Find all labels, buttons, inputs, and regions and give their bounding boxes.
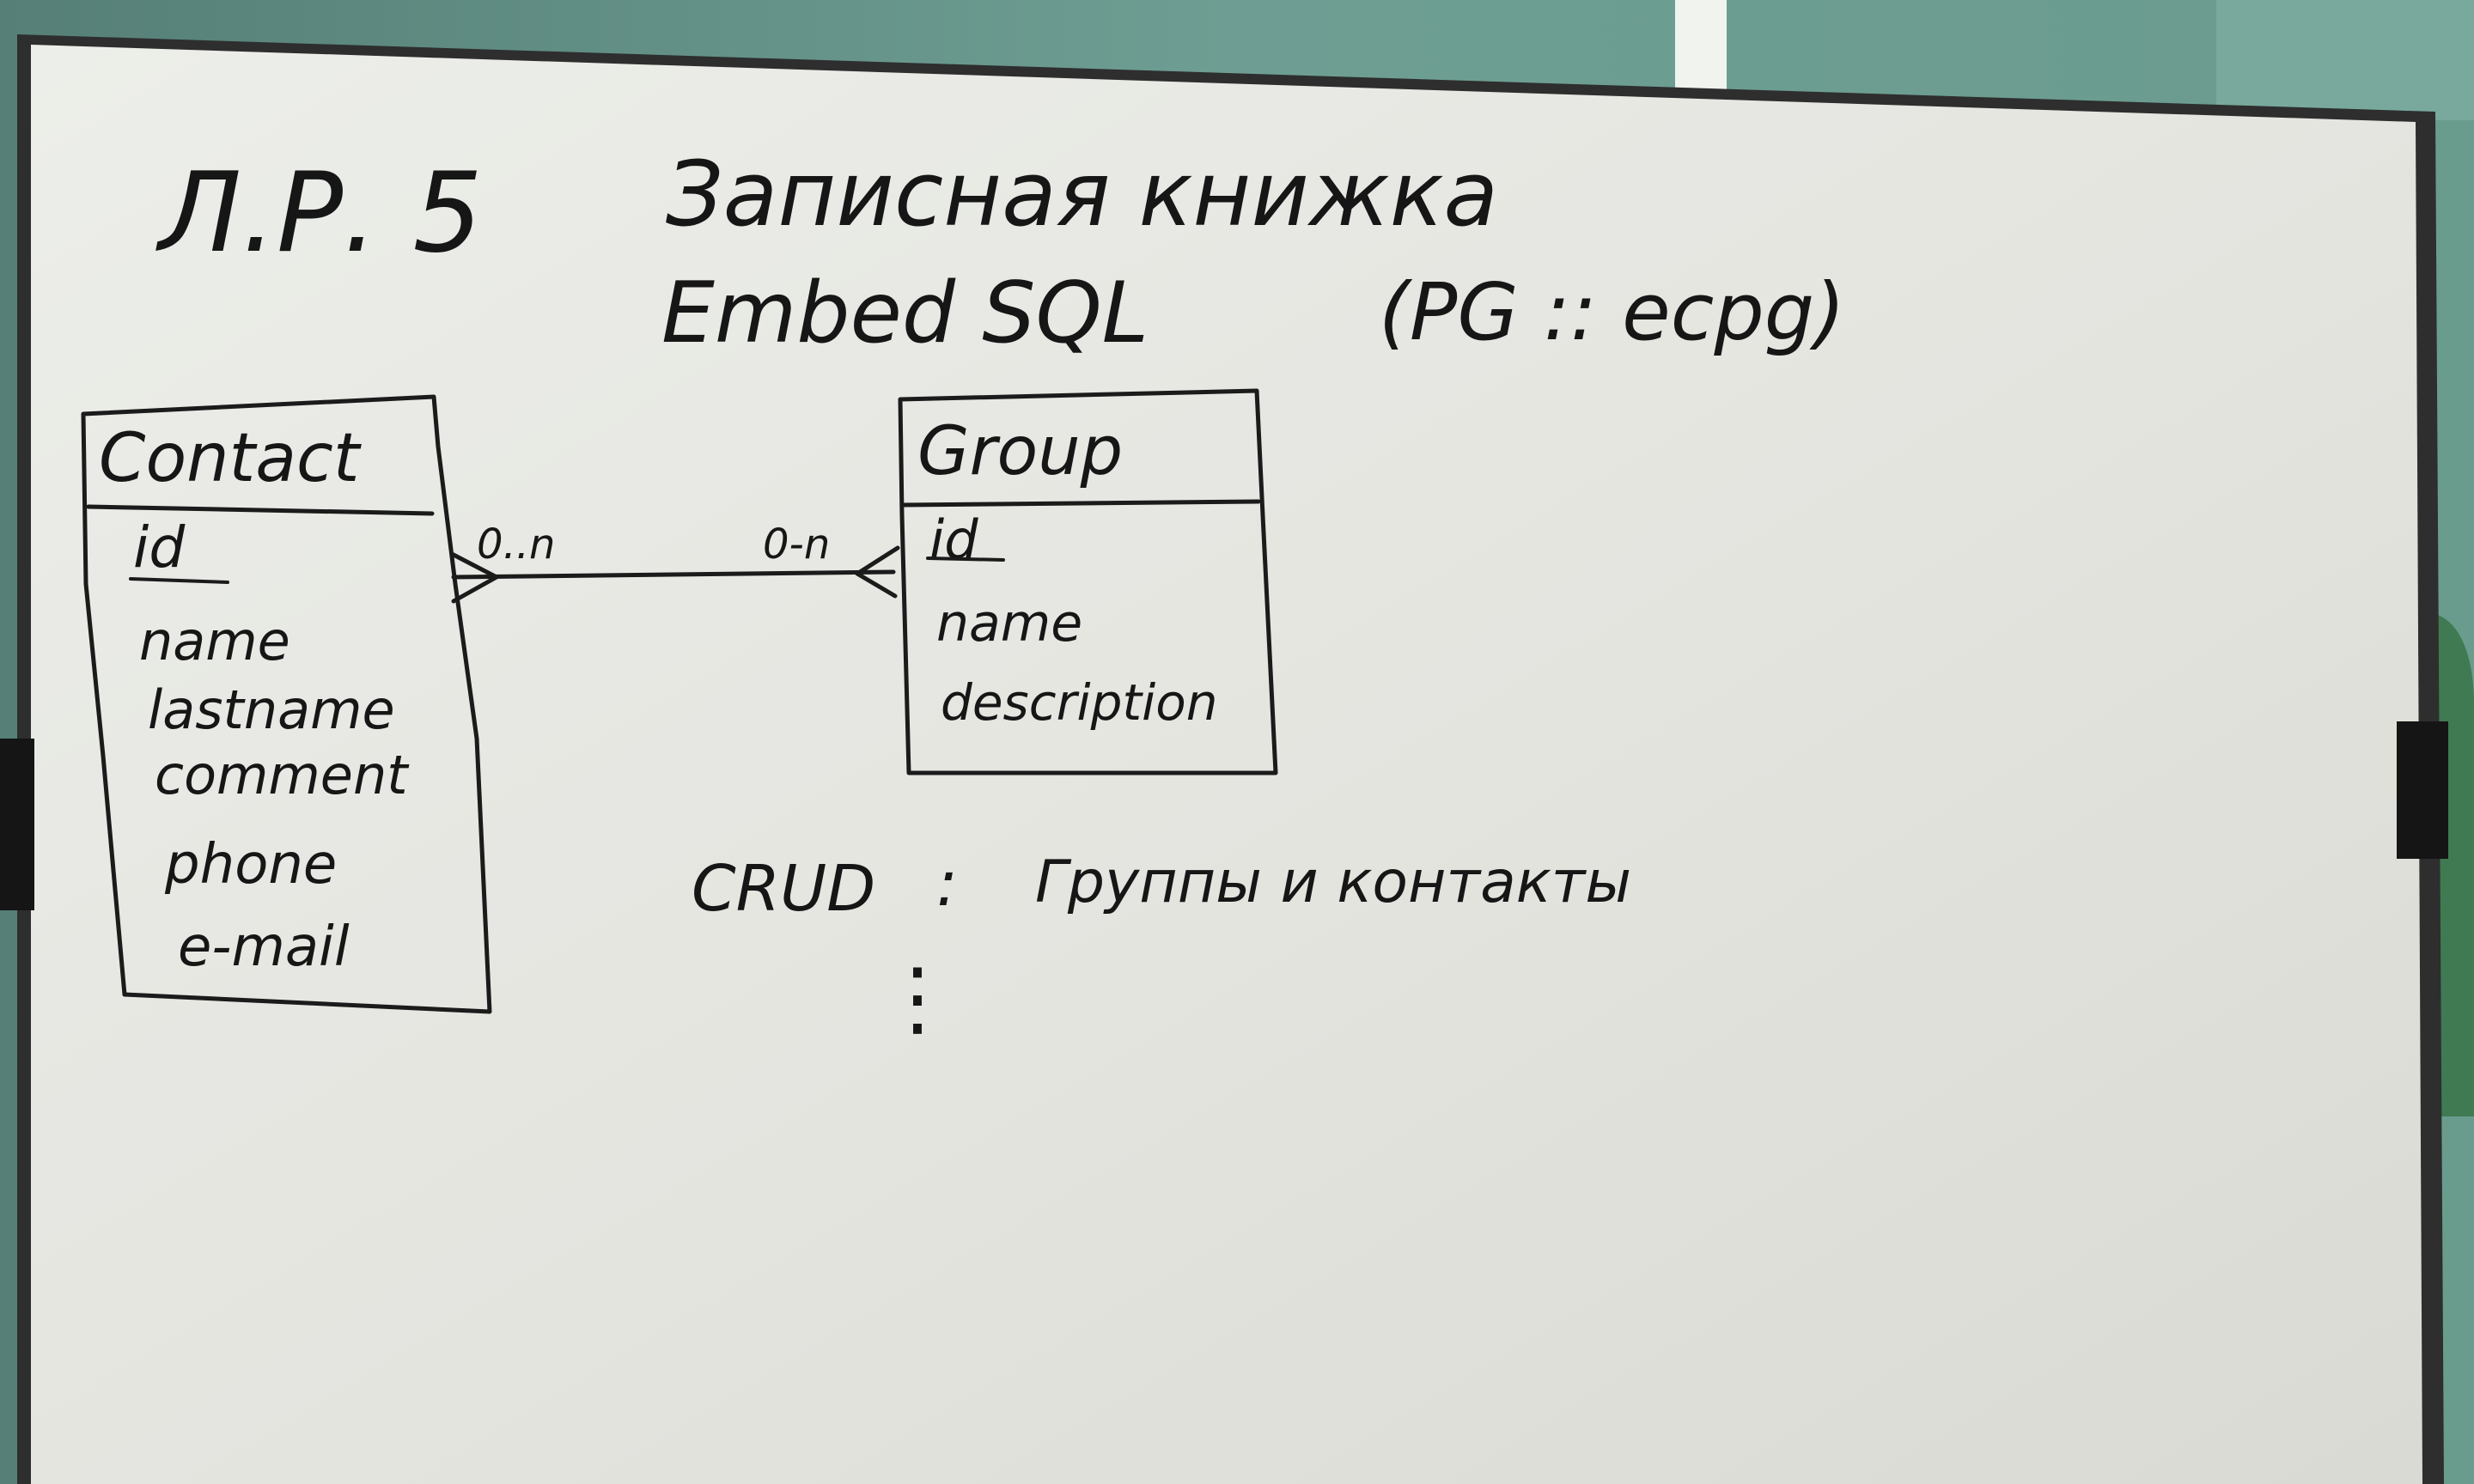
contact-field-comment: comment: [155, 744, 410, 806]
board-right-clip: [2397, 721, 2448, 859]
contact-field-name: name: [139, 610, 290, 672]
contact-key-underline: [129, 577, 229, 584]
tool-note: (PG :: ecpg): [1379, 266, 1845, 358]
crud-continuation-dots: ⋮: [876, 950, 959, 1046]
entity-contact: Contact id name lastname comment phone e…: [81, 394, 492, 1014]
board-surface: [31, 45, 2422, 1484]
group-box-outline: [898, 388, 1278, 775]
group-field-description: description: [941, 673, 1217, 732]
entity-group: Group id name description: [898, 388, 1278, 775]
crud-separator: :: [936, 847, 958, 921]
board-subtitle: Embed SQL: [661, 265, 1149, 362]
contact-field-email: e-mail: [178, 915, 350, 979]
relationship-crowfoot-left: [449, 551, 499, 604]
wall-panel: [2216, 0, 2474, 120]
group-entity-name: Group: [917, 413, 1123, 490]
relationship-right-cardinality: 0-n: [763, 520, 830, 569]
board-title: Записная книжка: [666, 142, 1498, 246]
group-key-field: id: [929, 508, 978, 571]
contact-key-field: id: [133, 514, 186, 581]
relationship-line: [451, 569, 896, 580]
lab-number: Л.Р. 5: [155, 149, 483, 277]
group-field-name: name: [936, 593, 1082, 654]
crud-note: CRUD : Группы и контакты ⋮: [692, 847, 1631, 1046]
contact-field-phone: phone: [164, 833, 337, 897]
window-frame: [1675, 0, 1727, 94]
crud-text: Группы и контакты: [1035, 848, 1631, 916]
group-key-underline: [926, 556, 1005, 562]
contact-header-divider: [86, 504, 435, 516]
contact-entity-name: Contact: [99, 420, 362, 497]
contact-field-lastname: lastname: [148, 678, 395, 741]
relationship-left-cardinality: 0..n: [477, 520, 555, 569]
contact-box-outline: [81, 394, 492, 1014]
relationship-crowfoot-right: [855, 545, 900, 599]
crud-label: CRUD: [692, 852, 875, 926]
group-header-divider: [899, 499, 1261, 508]
relationship: 0..n 0-n: [449, 520, 900, 604]
board-left-clip: [0, 739, 34, 910]
